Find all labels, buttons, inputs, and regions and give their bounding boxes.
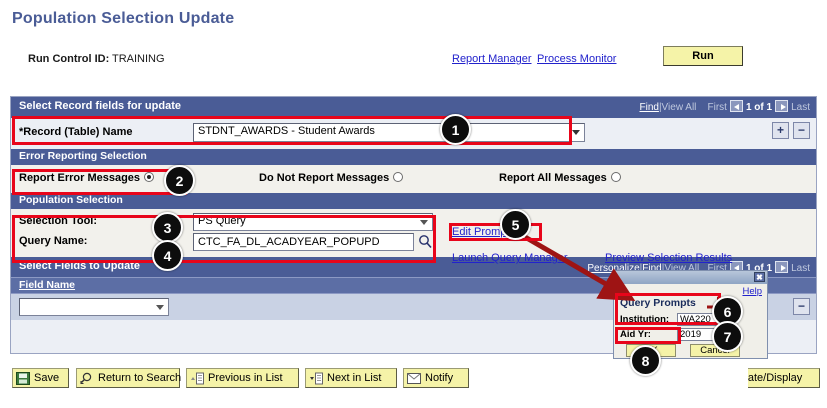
run-control-id-value: TRAINING — [112, 53, 165, 65]
update-display-clip-mask — [710, 360, 748, 394]
chevron-down-icon — [572, 130, 580, 135]
field-name-select[interactable] — [19, 298, 169, 316]
field-name-column-header[interactable]: Field Name — [19, 279, 76, 291]
chevron-down-icon — [156, 305, 164, 310]
nav-separator: | — [661, 263, 665, 274]
query-name-value: CTC_FA_DL_ACADYEAR_POPUPD — [198, 236, 380, 248]
next-page-arrow-icon[interactable] — [775, 261, 789, 273]
population-selection-header: Population Selection — [11, 193, 816, 209]
first-link[interactable]: First — [707, 102, 727, 113]
select-fields-grid-title: Select Fields to Update — [19, 260, 141, 272]
next-in-list-label: Next in List — [327, 372, 382, 384]
delete-row-button[interactable]: − — [793, 122, 810, 139]
delete-field-row-button[interactable]: − — [793, 298, 810, 315]
edit-prompts-link[interactable]: Edit Prompts — [452, 226, 515, 238]
view-all-link[interactable]: View All — [661, 102, 697, 113]
previous-in-list-label: Previous in List — [208, 372, 283, 384]
radio-report-all-messages-label: Report All Messages — [499, 172, 607, 184]
query-name-input[interactable]: CTC_FA_DL_ACADYEAR_POPUPD — [193, 233, 414, 251]
error-reporting-row: Report Error Messages Do Not Report Mess… — [11, 165, 816, 193]
run-control-id-label: Run Control ID: — [28, 53, 110, 65]
radio-icon[interactable] — [393, 172, 404, 182]
radio-report-error-messages-label: Report Error Messages — [19, 172, 141, 184]
callout-badge-6: 6 — [712, 296, 743, 327]
nav-separator: | — [639, 263, 643, 274]
return-search-icon — [80, 372, 94, 385]
next-in-list-button[interactable]: Next in List — [305, 368, 397, 388]
selection-tool-select[interactable]: PS Query — [193, 213, 433, 231]
previous-list-icon — [190, 372, 204, 385]
notify-envelope-icon — [407, 372, 421, 385]
error-reporting-title: Error Reporting Selection — [19, 150, 147, 162]
aid-year-input[interactable]: 2019 — [677, 328, 719, 341]
callout-badge-8: 8 — [630, 345, 661, 376]
select-record-grid-nav: Find|View All First 1 of 1 Last — [639, 100, 810, 113]
callout-badge-4: 4 — [152, 240, 183, 271]
record-name-row: *Record (Table) Name STDNT_AWARDS - Stud… — [11, 118, 816, 149]
selection-tool-value: PS Query — [198, 215, 246, 227]
find-link[interactable]: Find — [642, 263, 662, 274]
callout-badge-7: 7 — [712, 321, 743, 352]
find-link[interactable]: Find — [639, 102, 659, 113]
query-prompts-heading: Query Prompts — [620, 297, 696, 309]
next-list-icon — [309, 372, 323, 385]
report-manager-link[interactable]: Report Manager — [452, 53, 532, 65]
first-link[interactable]: First — [707, 263, 727, 274]
page-indicator: 1 of 1 — [745, 263, 773, 274]
select-record-grid-title: Select Record fields for update — [19, 100, 181, 112]
chevron-down-icon — [420, 220, 428, 225]
callout-badge-2: 2 — [164, 165, 195, 196]
close-icon[interactable]: ✖ — [754, 272, 765, 282]
return-to-search-button[interactable]: Return to Search — [76, 368, 182, 388]
aid-year-label: Aid Yr: — [620, 329, 651, 340]
previous-page-arrow-icon[interactable] — [729, 100, 743, 112]
record-table-name-label: *Record (Table) Name — [19, 126, 133, 138]
record-table-name-select[interactable]: STDNT_AWARDS - Student Awards — [193, 123, 585, 142]
search-icon[interactable] — [418, 234, 433, 249]
institution-label: Institution: — [620, 314, 670, 325]
query-name-label: Query Name: — [19, 235, 88, 247]
view-all-link[interactable]: View All — [664, 263, 700, 274]
launch-query-manager-link[interactable]: Launch Query Manager — [452, 252, 568, 264]
population-selection-row: Selection Tool: PS Query Query Name: CTC… — [11, 209, 816, 257]
next-page-arrow-icon[interactable] — [775, 100, 789, 112]
radio-icon[interactable] — [144, 172, 155, 182]
select-record-grid-header: Select Record fields for update Find|Vie… — [11, 97, 816, 118]
error-reporting-header: Error Reporting Selection — [11, 149, 816, 165]
previous-in-list-button[interactable]: Previous in List — [186, 368, 299, 388]
page-title: Population Selection Update — [12, 10, 235, 27]
population-selection-title: Population Selection — [19, 194, 123, 206]
radio-report-error-messages[interactable]: Report Error Messages — [19, 172, 155, 184]
help-link[interactable]: Help — [742, 286, 762, 297]
page-indicator: 1 of 1 — [745, 102, 773, 113]
preview-selection-results-link[interactable]: Preview Selection Results — [605, 252, 733, 264]
save-disk-icon — [16, 372, 30, 385]
save-button-label: Save — [34, 372, 60, 384]
last-link[interactable]: Last — [791, 102, 810, 113]
notify-button-label: Notify — [425, 372, 454, 384]
notify-button[interactable]: Notify — [403, 368, 469, 388]
radio-do-not-report-messages[interactable]: Do Not Report Messages — [259, 172, 404, 184]
process-monitor-link[interactable]: Process Monitor — [537, 53, 617, 65]
selection-tool-label: Selection Tool: — [19, 215, 98, 227]
return-to-search-label: Return to Search — [98, 372, 182, 384]
callout-badge-5: 5 — [500, 209, 531, 240]
radio-icon[interactable] — [610, 172, 621, 182]
callout-badge-3: 3 — [152, 212, 183, 243]
radio-report-all-messages[interactable]: Report All Messages — [499, 172, 621, 184]
query-prompts-modal: ✖ Help Query Prompts Institution: WA220 … — [613, 270, 768, 359]
radio-do-not-report-messages-label: Do Not Report Messages — [259, 172, 390, 184]
nav-separator: | — [658, 102, 662, 113]
add-row-button[interactable]: + — [772, 122, 789, 139]
run-button[interactable]: Run — [663, 46, 743, 66]
save-button[interactable]: Save — [12, 368, 69, 388]
modal-title-bar: ✖ — [614, 271, 767, 284]
callout-badge-1: 1 — [440, 114, 471, 145]
record-table-name-value: STDNT_AWARDS - Student Awards — [198, 125, 375, 137]
last-link[interactable]: Last — [791, 263, 810, 274]
